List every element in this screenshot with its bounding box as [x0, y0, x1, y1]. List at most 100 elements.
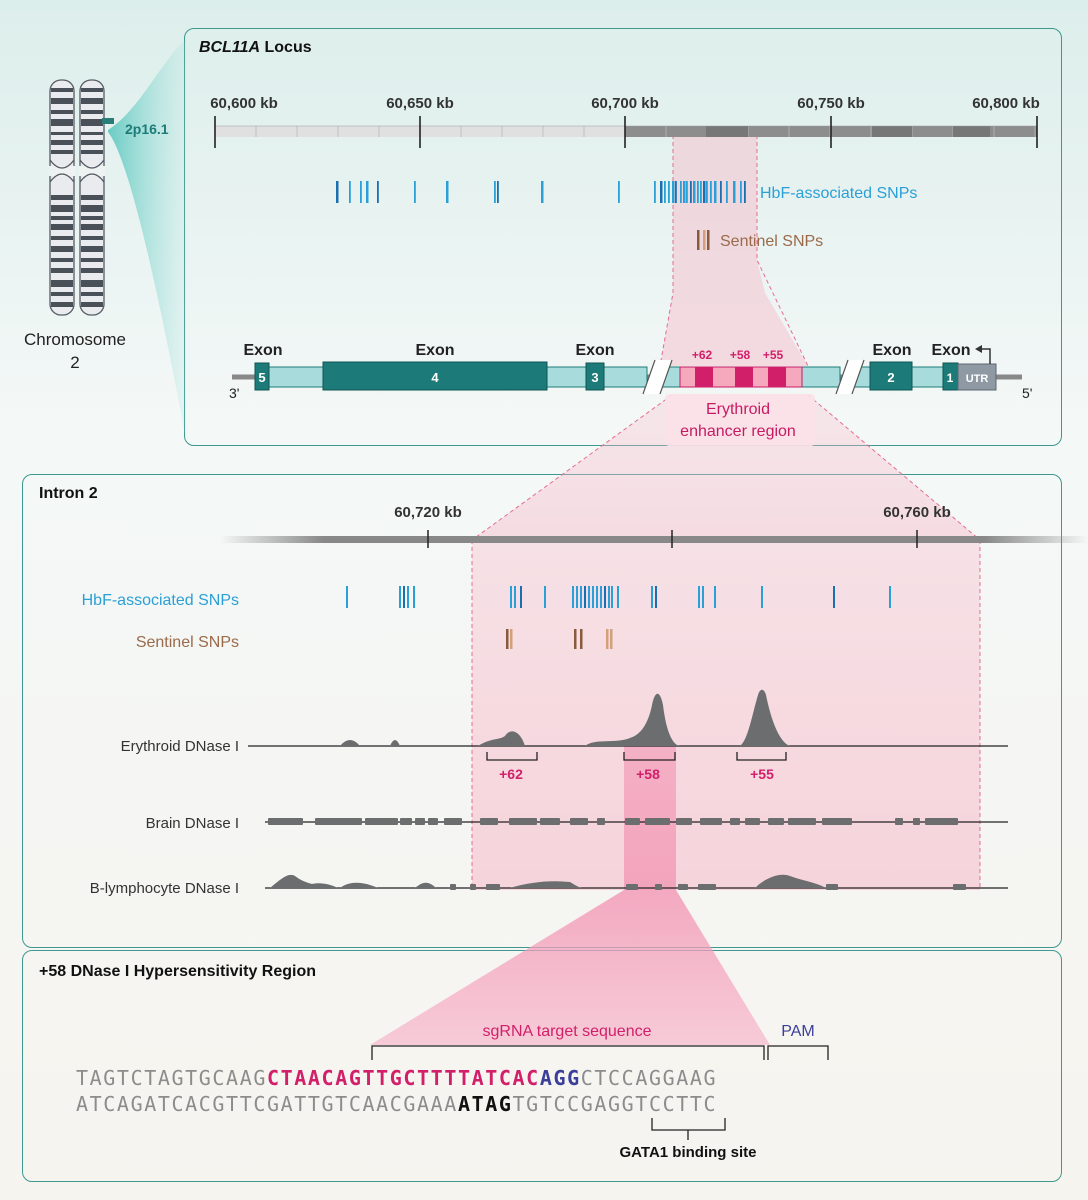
exon-5 [254, 362, 270, 391]
chromosome-band [51, 258, 73, 262]
gene-end-3prime: 3' [229, 385, 239, 401]
hbf-snp-mark [520, 586, 522, 608]
locus-axis [214, 116, 1038, 148]
chromosome-band [51, 302, 73, 307]
blymph-dnase-block [626, 884, 638, 890]
brain-dnase-block [315, 818, 362, 825]
chromosome-band [51, 280, 73, 287]
erythroid-region-label-1: Erythroid [706, 401, 770, 418]
locus-sentinel-label: Sentinel SNPs [720, 233, 823, 250]
hbf-snp-mark [618, 181, 620, 203]
hbf-snp-mark [576, 586, 578, 608]
hbf-snp-mark [683, 181, 686, 203]
exon-word-3: Exon [575, 342, 614, 359]
hbf-snp-mark [833, 586, 835, 608]
blymph-dnase-block [678, 884, 688, 890]
blymph-dnase-block [486, 884, 500, 890]
locus-hbf-snp-marks [336, 181, 746, 203]
hbf-snp-mark [584, 586, 586, 608]
hbf-snp-mark [407, 586, 409, 608]
utr-block [957, 363, 997, 391]
sentinel-snp-mark [506, 629, 509, 649]
chromosome-band [51, 88, 73, 92]
axis-band [953, 126, 990, 137]
hbf-snp-mark [698, 586, 700, 608]
hbf-snp-mark [672, 181, 675, 203]
hbf-snp-mark [651, 586, 653, 608]
hbf-snp-mark [596, 586, 598, 608]
chromosome-band [51, 216, 73, 220]
chromosome-band [81, 292, 103, 296]
hbf-snp-mark [744, 181, 746, 203]
blymph-dnase-block [826, 884, 838, 890]
locus-gene-name: BCL11A [199, 39, 261, 56]
chromosome-band [51, 132, 73, 135]
centromere-top [49, 159, 75, 169]
tss-arrow-icon [982, 348, 991, 364]
brain-dnase-block [509, 818, 537, 825]
brain-dnase-block [415, 818, 425, 825]
hbf-snp-mark [497, 181, 499, 203]
pam-label: PAM [781, 1023, 814, 1040]
brain-dnase-block [540, 818, 560, 825]
enhancer-62-label: +62 [692, 348, 713, 362]
brain-dnase-block [895, 818, 903, 825]
chromosome-band [81, 98, 103, 104]
sentinel-snp-mark [510, 629, 513, 649]
chromosome-band [81, 110, 103, 114]
hbf-snp-mark [703, 181, 706, 203]
hbf-snp-mark [697, 181, 699, 203]
hbf-snp-mark [693, 181, 696, 203]
hbf-snp-mark [541, 181, 544, 203]
hbf-snp-mark [608, 586, 610, 608]
bottom-gata: ATAG [457, 1092, 513, 1116]
exon-2 [869, 361, 913, 391]
hbf-snp-mark [349, 181, 351, 203]
hbf-snp-mark [580, 586, 582, 608]
intron-zoom-wedge [472, 395, 980, 540]
locus-zoom-highlight [659, 135, 809, 367]
exon-word-4: Exon [415, 342, 454, 359]
sequence-top-strand: TAGTCTAGTGCAAGCTAACAGTTGCTTTTATCACAGGCTC… [76, 1066, 717, 1090]
chromosome-number: 2 [70, 353, 79, 372]
hbf-snp-mark [675, 181, 677, 203]
hbf-snp-mark [514, 586, 516, 608]
brain-dnase-block [730, 818, 740, 825]
exon-word-2: Exon [872, 342, 911, 359]
centromere-top [79, 159, 105, 169]
chromosome-band-label: 2p16.1 [125, 121, 169, 137]
intron-title: Intron 2 [39, 485, 98, 502]
hbf-snp-mark [706, 181, 708, 203]
chromosome-band [51, 119, 73, 126]
sentinel-snp-mark [707, 230, 710, 250]
chromosome-band [81, 205, 103, 212]
hbf-snp-mark [588, 586, 590, 608]
exon-num-4: 4 [431, 370, 439, 385]
hbf-snp-mark [544, 586, 546, 608]
exon-num-5: 5 [258, 370, 265, 385]
sentinel-snp-mark [606, 629, 609, 649]
track-label-blymph: B-lymphocyte DNase I [90, 880, 239, 897]
locus-tick-0: 60,600 kb [210, 95, 278, 112]
locus-sentinel-snp-marks [697, 230, 710, 250]
hbf-snp-mark [366, 181, 369, 203]
top-post: CTCCAGGAAG [580, 1066, 718, 1090]
chromosome-band [81, 132, 103, 135]
brain-dnase-block [428, 818, 438, 825]
chromosome-band [81, 88, 103, 92]
intron-hbf-snp-label: HbF-associated SNPs [82, 592, 239, 609]
hbf-snp-mark [360, 181, 362, 203]
brain-dnase-block [480, 818, 498, 825]
chromosome-band [81, 195, 103, 200]
centromere-bottom [49, 173, 75, 183]
sequence-bottom-strand: ATCAGATCACGTTCGATTGTCAACGAAAATAGTGTCCGAG… [76, 1092, 717, 1116]
hbf-snp-mark [710, 181, 712, 203]
brain-dnase-track [265, 818, 1008, 825]
top-pam: AGG [539, 1066, 581, 1090]
erythroid-region-label-2: enhancer region [680, 423, 796, 440]
hbf-snp-mark [611, 586, 613, 608]
brain-dnase-block [676, 818, 692, 825]
chromosome-band [81, 302, 103, 307]
bcl11a-gene-model [232, 345, 1022, 395]
hs58-column [624, 745, 676, 890]
